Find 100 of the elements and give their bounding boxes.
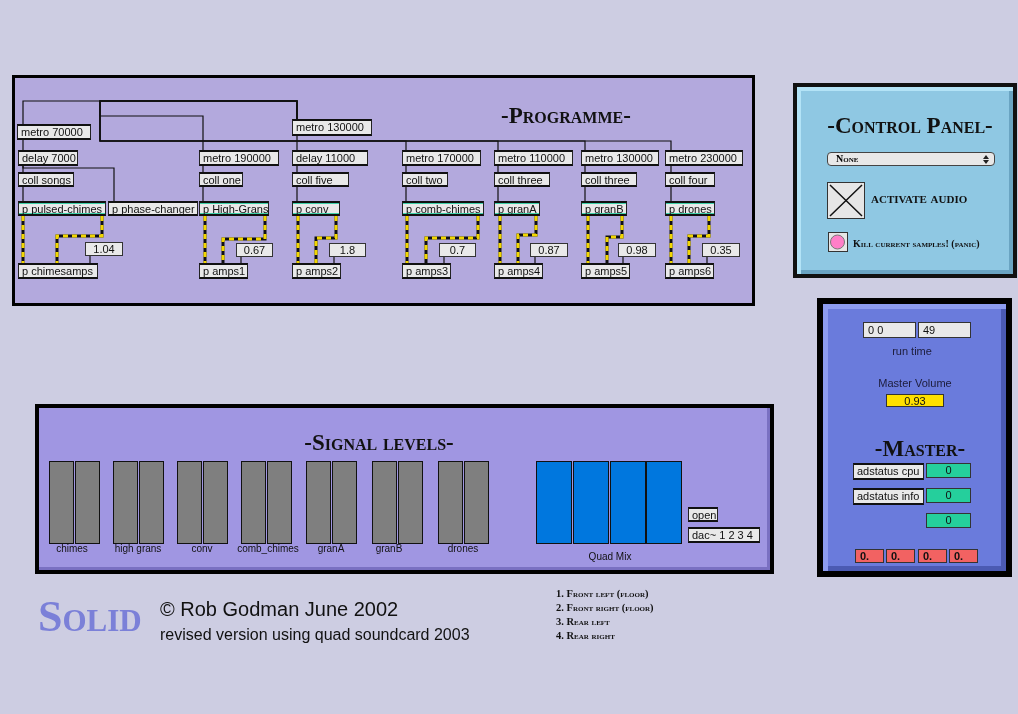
patch-cord <box>584 186 586 202</box>
level-meter <box>372 461 397 544</box>
object-box: delay 7000 <box>18 150 78 166</box>
patch-cord <box>584 165 586 173</box>
signal-cord <box>314 216 338 263</box>
meter-label: comb_chimes <box>237 543 299 554</box>
programme-panel <box>12 75 755 306</box>
number-box: 0 <box>926 463 971 478</box>
object-box: p amps3 <box>402 263 451 279</box>
object-box: metro 130000 <box>292 119 372 136</box>
object-box: metro 190000 <box>199 150 279 166</box>
level-meter <box>75 461 100 544</box>
level-meter <box>464 461 489 544</box>
signal-cord <box>586 216 590 263</box>
panel-heading: -Signal levels- <box>304 430 454 456</box>
checkbox-label: activate audio <box>871 190 968 207</box>
patch-cord <box>333 256 335 264</box>
caption: run time <box>892 345 932 357</box>
level-meter <box>610 461 646 544</box>
channel-note: 4. Rear right <box>556 629 615 642</box>
level-meter <box>306 461 331 544</box>
patch-cord <box>296 186 298 202</box>
level-meter <box>438 461 463 544</box>
object-box: open <box>688 507 718 522</box>
number-box: 0.87 <box>530 243 568 257</box>
number-box: 0. <box>918 549 947 563</box>
number-box: 0 0 <box>863 322 916 338</box>
panel-heading: -Control Panel- <box>827 113 993 139</box>
object-box: p amps5 <box>581 263 630 279</box>
patch-cord <box>22 165 115 202</box>
object-box: p chimesamps <box>18 263 98 279</box>
number-box: 0.7 <box>439 243 476 257</box>
object-box: metro 70000 <box>17 124 91 140</box>
patch-cord <box>22 139 24 151</box>
master-panel <box>817 298 1012 577</box>
object-box: p amps1 <box>199 263 248 279</box>
channel-note: 2. Front right (floor) <box>556 601 654 614</box>
meter-label: Quad Mix <box>588 551 632 562</box>
signal-cord <box>21 216 25 263</box>
patch-cord <box>99 100 672 151</box>
number-box: 0. <box>886 549 915 563</box>
credit-text: revised version using quad soundcard 2003 <box>160 626 470 644</box>
credit-text: © Rob Godman June 2002 <box>160 598 399 621</box>
object-box: metro 110000 <box>494 150 573 166</box>
object-box: coll songs <box>18 172 74 187</box>
title-text: Solid <box>38 592 142 642</box>
level-meter <box>646 461 682 544</box>
level-meter <box>536 461 572 544</box>
level-meter <box>49 461 74 544</box>
object-box: metro 130000 <box>581 150 659 166</box>
signal-cord <box>221 216 267 263</box>
patch-cord <box>534 256 536 264</box>
signal-cord <box>605 216 624 263</box>
signal-cord <box>55 216 104 263</box>
patch-cord <box>202 165 204 173</box>
patch-cord <box>622 256 624 264</box>
level-meter <box>139 461 164 544</box>
meter-label: drones <box>447 543 479 554</box>
signal-cord <box>203 216 207 263</box>
patch-cord <box>89 255 91 264</box>
patch-cord <box>296 165 298 173</box>
signal-cord <box>296 216 300 263</box>
object-box: adstatus info <box>853 488 924 505</box>
object-box: p amps4 <box>494 263 543 279</box>
channel-note: 3. Rear left <box>556 615 610 628</box>
patch-cord <box>443 256 445 264</box>
number-box: 1.8 <box>329 243 366 257</box>
number-box: 0.67 <box>236 243 273 257</box>
button-label: Kill current samples! (panic) <box>853 238 980 249</box>
number-box: 1.04 <box>85 242 123 256</box>
panel-heading: -Master- <box>874 436 966 462</box>
number-box: 0 <box>926 488 971 503</box>
level-meter <box>241 461 266 544</box>
patch-cord <box>22 186 24 202</box>
object-box: coll three <box>581 172 637 187</box>
object-box: metro 170000 <box>402 150 481 166</box>
level-meter <box>177 461 202 544</box>
patch-cord <box>202 186 204 202</box>
number-box: 0. <box>855 549 884 563</box>
object-box: delay 11000 <box>292 150 368 166</box>
patch-cord <box>497 165 499 173</box>
patch-cord <box>405 165 407 173</box>
level-meter <box>332 461 357 544</box>
level-meter <box>573 461 609 544</box>
number-box: 49 <box>918 322 971 338</box>
patch-cord <box>405 186 407 202</box>
meter-label: high grans <box>114 543 162 554</box>
number-box: 0 <box>926 513 971 528</box>
object-box: p amps2 <box>292 263 341 279</box>
patch-cord <box>240 256 242 264</box>
patch-cord <box>670 186 672 202</box>
object-box: adstatus cpu <box>853 463 924 480</box>
object-box: coll four <box>665 172 715 187</box>
meter-label: granA <box>317 543 345 554</box>
object-box: metro 230000 <box>665 150 743 166</box>
patch-cord <box>706 256 708 264</box>
panel-heading: -Programme- <box>501 103 631 129</box>
patch-cord <box>296 135 298 151</box>
patch-cord <box>497 186 499 202</box>
object-box: coll five <box>292 172 349 187</box>
